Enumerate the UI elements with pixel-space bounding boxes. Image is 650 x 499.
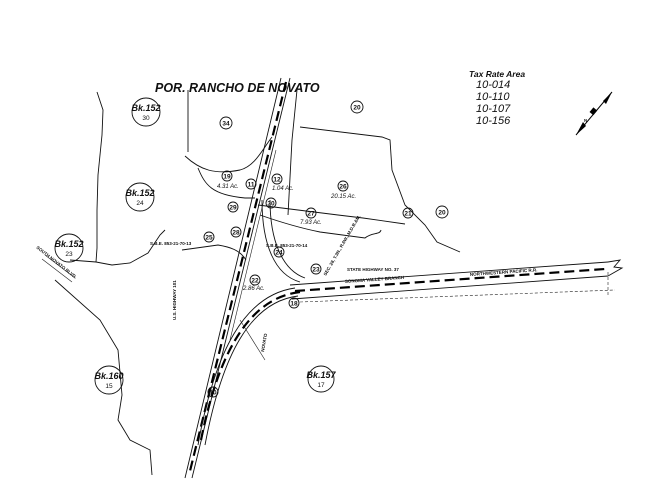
block-name: Bk.152	[131, 103, 160, 113]
parcel-number: 12	[273, 177, 281, 184]
block-label: Bk.152 30	[131, 97, 161, 127]
sbe-13-label: S.B.E. 853-21-70-13	[150, 241, 192, 246]
parcel-number: 27	[307, 211, 315, 218]
acreage-label: 1.04 Ac.	[272, 186, 294, 192]
block-sub: 15	[105, 383, 113, 390]
highway-37	[197, 199, 624, 446]
north-arrow-icon: N	[575, 91, 613, 136]
tax-rate-code: 10-107	[476, 103, 511, 115]
tax-rate-area: Tax Rate Area 10-014 10-110 10-107 10-15…	[469, 69, 525, 127]
parcel-number: 25	[205, 235, 213, 242]
tax-rate-area-label: Tax Rate Area	[469, 69, 525, 79]
tax-rate-code: 10-110	[476, 91, 510, 103]
parcel-number: 23	[312, 267, 320, 274]
block-label: Bk.157 17	[306, 365, 337, 393]
tax-rate-code: 10-156	[476, 115, 511, 127]
state-highway-label: STATE HIGHWAY NO. 37	[347, 267, 399, 272]
novato-label: NOVATO	[260, 333, 268, 353]
block-name: Bk.152	[54, 239, 83, 249]
block-name: Bk.160	[94, 371, 123, 381]
parcel-number: 21	[404, 211, 412, 218]
acreage-label: 7.93 Ac.	[300, 220, 322, 226]
parcel-number: 19	[223, 174, 231, 181]
block-sub: 17	[317, 382, 325, 389]
block-sub: 24	[136, 200, 144, 207]
block-label: Bk.152 23	[54, 233, 84, 263]
map-annotations: S.B.E. 853-21-70-13 S.B.E. 853-21-70-14 …	[35, 214, 537, 352]
acreage-label: 20.15 Ac.	[330, 194, 356, 200]
parcel-number: 24	[275, 250, 283, 257]
parcel-boundaries	[41, 89, 616, 476]
block-name: Bk.152	[125, 188, 154, 198]
sbe-14-label: S.B.E. 853-21-70-14	[266, 243, 308, 248]
block-sub: 30	[142, 115, 150, 122]
acreage-labels: 4.31 Ac. 1.04 Ac. 20.15 Ac. 7.93 Ac. 2.8…	[217, 184, 356, 292]
parcel-number: 30	[267, 201, 275, 208]
block-sub: 23	[65, 251, 73, 258]
block-name: Bk.157	[306, 370, 336, 380]
parcel-number: 26	[339, 184, 347, 191]
block-label: Bk.160 15	[94, 365, 124, 395]
parcel-number: 28	[232, 230, 240, 237]
parcel-number: 18	[290, 301, 298, 308]
branch-label: SONOMA VALLEY BRANCH	[345, 275, 405, 284]
parcel-number: 20	[353, 105, 361, 112]
north-label: N	[584, 118, 587, 123]
parcel-number: 10	[209, 390, 217, 397]
highway-101	[184, 77, 291, 479]
acreage-label: 2.86 Ac.	[242, 286, 265, 292]
tax-rate-code: 10-014	[476, 79, 510, 91]
railroad-label: NORTHWESTERN PACIFIC R.R.	[470, 267, 538, 277]
parcel-number: 22	[251, 278, 259, 285]
map-title: POR. RANCHO DE NOVATO	[155, 81, 320, 95]
us-highway-label: U.S. HIGHWAY 101	[172, 280, 177, 320]
parcel-number: 11	[248, 182, 255, 189]
block-label: Bk.152 24	[125, 182, 155, 212]
parcel-number: 20	[438, 210, 446, 217]
parcel-number: 34	[222, 121, 230, 128]
parcel-number: 29	[229, 205, 237, 212]
acreage-label: 4.31 Ac.	[217, 184, 239, 190]
parcel-numbers: 34 20 20 19 11 12 30 29 27 26 21 28 25 2…	[203, 100, 449, 398]
